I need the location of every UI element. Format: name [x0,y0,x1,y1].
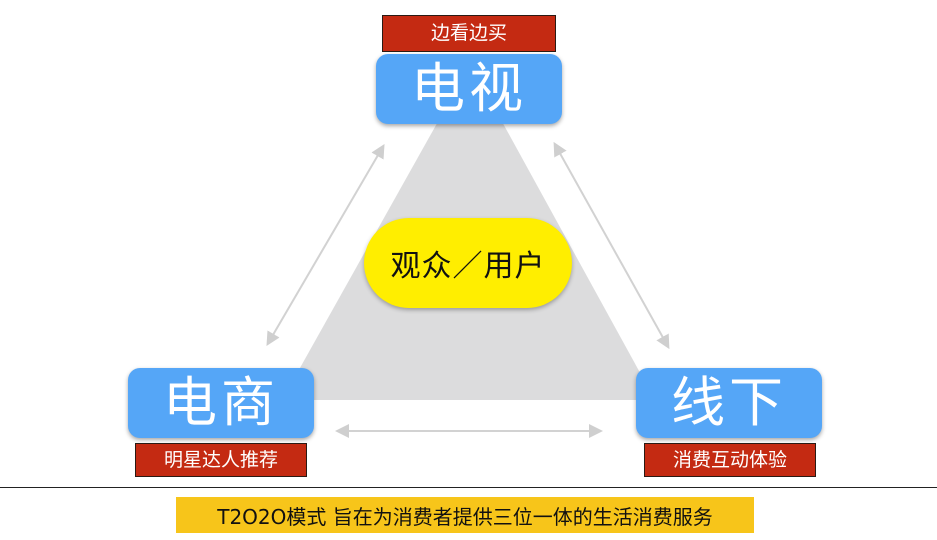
tv-node: 电视 [376,54,562,124]
tv-tag: 边看边买 [382,15,556,52]
arrow-tv-offline [553,141,670,350]
center-audience-user: 观众／用户 [364,218,572,308]
footer-banner: T2O2O模式 旨在为消费者提供三位一体的生活消费服务 [176,497,754,533]
ecommerce-node: 电商 [128,368,314,438]
offline-tag: 消费互动体验 [644,443,816,477]
offline-node: 线下 [636,368,822,438]
ecommerce-tag: 明星达人推荐 [135,443,307,477]
arrow-tv-ecommerce [266,143,385,347]
footer-divider [0,487,937,488]
